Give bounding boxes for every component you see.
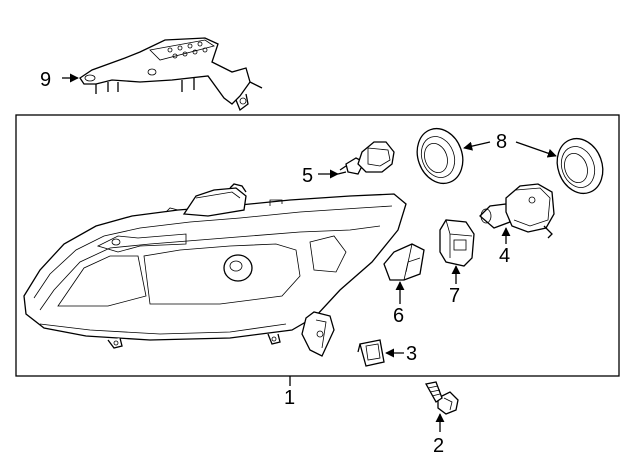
socket-part [439,219,475,267]
callout-5: 5 [302,165,313,187]
callout-2: 2 [433,435,444,457]
callout-4: 4 [499,245,510,267]
leader-8a [463,141,491,151]
marker-bulb-part [383,243,425,281]
callout-3: 3 [406,343,417,365]
callout-8: 8 [496,131,507,153]
small-bulb-part [337,141,395,175]
callout-6: 6 [393,305,404,327]
callout-9: 9 [40,69,51,91]
clip-nut-part [357,339,385,367]
callout-1: 1 [284,387,295,409]
headlamp-assembly [23,183,407,357]
leader-8b [515,141,557,158]
seal-ring-part [416,127,464,185]
callout-7: 7 [449,285,460,307]
headlamp-bulb-part [479,183,555,239]
seal-ring-part-second [556,137,604,195]
assembly-frame [15,114,620,377]
bracket-part [79,37,263,112]
bolt-part [424,381,459,415]
